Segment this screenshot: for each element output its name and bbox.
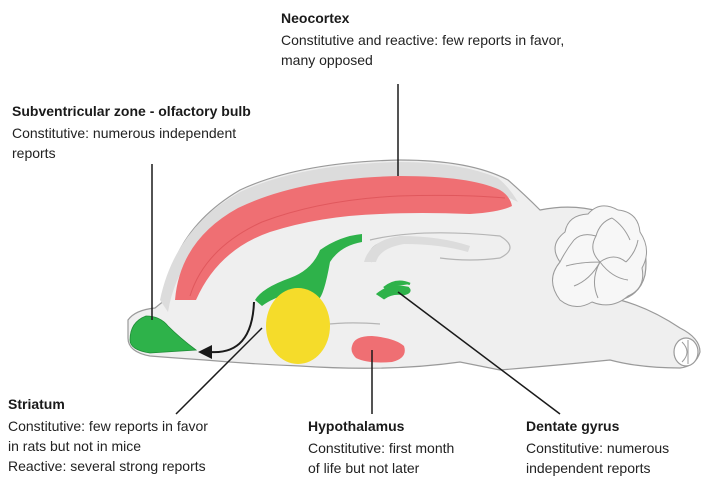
hypothalamus-desc-line-2: of life but not later	[308, 458, 454, 478]
striatum-desc-line-1: Constitutive: few reports in favor	[8, 416, 208, 436]
svz-desc-line-1: Constitutive: numerous independent	[12, 123, 251, 143]
hypothalamus-label: Hypothalamus Constitutive: first month o…	[308, 418, 454, 478]
hypothalamus-desc-line-1: Constitutive: first month	[308, 438, 454, 458]
hypothalamus-title: Hypothalamus	[308, 418, 454, 434]
dentate-gyrus-title: Dentate gyrus	[526, 418, 669, 434]
striatum-title: Striatum	[8, 396, 208, 412]
neocortex-desc-line-1: Constitutive and reactive: few reports i…	[281, 30, 564, 50]
striatum-desc-line-2: in rats but not in mice	[8, 436, 208, 456]
striatum-region	[266, 288, 330, 364]
neocortex-desc-line-2: many opposed	[281, 50, 564, 70]
brainstem-cap	[674, 338, 698, 366]
striatum-label: Striatum Constitutive: few reports in fa…	[8, 396, 208, 476]
dentate-gyrus-desc-line-1: Constitutive: numerous	[526, 438, 669, 458]
neocortex-label: Neocortex Constitutive and reactive: few…	[281, 10, 564, 70]
svz-desc-line-2: reports	[12, 143, 251, 163]
neocortex-title: Neocortex	[281, 10, 564, 26]
striatum-desc-line-3: Reactive: several strong reports	[8, 456, 208, 476]
svz-title: Subventricular zone - olfactory bulb	[12, 103, 251, 119]
dentate-gyrus-label: Dentate gyrus Constitutive: numerous ind…	[526, 418, 669, 478]
dentate-gyrus-desc-line-2: independent reports	[526, 458, 669, 478]
svz-label: Subventricular zone - olfactory bulb Con…	[12, 103, 251, 163]
